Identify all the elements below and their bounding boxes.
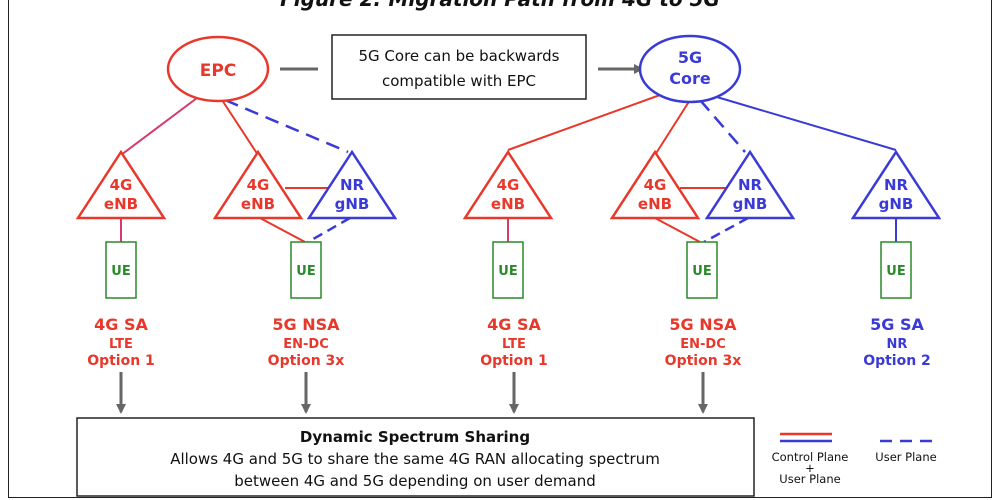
- enb2-line2: eNB: [241, 195, 275, 213]
- legend-control-label2: User Plane: [779, 472, 840, 486]
- option1-sub: LTE: [109, 337, 133, 352]
- option5-opt: Option 2: [863, 353, 931, 369]
- option4-name: 5G NSA: [669, 315, 737, 334]
- gnb-triangle-4: NR gNB: [704, 149, 796, 220]
- link-core-enb3: [507, 94, 661, 151]
- ue-box-4: UE: [686, 241, 718, 299]
- ue4-label: UE: [692, 264, 711, 279]
- option1-name: 4G SA: [94, 315, 148, 334]
- enb1-line2: eNB: [104, 195, 138, 213]
- ue3-label: UE: [498, 264, 517, 279]
- enb-triangle-1: 4G eNB: [75, 149, 167, 220]
- option-label-1: 4G SA LTE Option 1: [87, 315, 155, 369]
- gnb2-line2: gNB: [335, 195, 370, 213]
- ue1-label: UE: [111, 264, 130, 279]
- option4-sub: EN-DC: [680, 337, 726, 352]
- enb3-line2: eNB: [491, 195, 525, 213]
- enb4-line2: eNB: [638, 195, 672, 213]
- gnb5-line2: gNB: [879, 195, 914, 213]
- option2-sub: EN-DC: [283, 337, 329, 352]
- gnb2-line1: NR: [340, 176, 365, 194]
- option4-opt: Option 3x: [665, 353, 742, 369]
- link-enb4-ue4: [654, 217, 701, 243]
- option3-name: 4G SA: [487, 315, 541, 334]
- legend-user-label: User Plane: [875, 450, 936, 464]
- link-core-gnb5: [709, 94, 897, 151]
- core-label-line1: 5G: [678, 48, 702, 67]
- epc-node: EPC: [166, 35, 270, 103]
- enb-triangle-3: 4G eNB: [462, 149, 554, 220]
- legend-control-label1: Control Plane: [772, 450, 849, 464]
- option2-name: 5G NSA: [272, 315, 340, 334]
- link-enb2-ue2: [259, 217, 306, 243]
- gnb4-line2: gNB: [733, 195, 768, 213]
- ue5-label: UE: [886, 264, 905, 279]
- connections: [116, 64, 897, 414]
- link-epc-enb2: [221, 99, 259, 156]
- option3-opt: Option 1: [480, 353, 548, 369]
- option-label-4: 5G NSA EN-DC Option 3x: [665, 315, 742, 369]
- enb2-line1: 4G: [247, 176, 270, 194]
- link-core-gnb4: [699, 99, 746, 153]
- link-gnb4-ue4: [703, 216, 749, 244]
- legend: Control Plane + User Plane User Plane: [772, 432, 937, 486]
- option1-opt: Option 1: [87, 353, 155, 369]
- epc-label: EPC: [200, 61, 237, 81]
- dss-title: Dynamic Spectrum Sharing: [300, 428, 530, 446]
- dss-box: Dynamic Spectrum Sharing Allows 4G and 5…: [76, 417, 755, 497]
- 5g-core-node: 5G Core: [638, 34, 742, 104]
- option-label-2: 5G NSA EN-DC Option 3x: [268, 315, 345, 369]
- enb-triangle-4: 4G eNB: [609, 149, 701, 220]
- option5-sub: NR: [887, 337, 908, 352]
- ue2-label: UE: [296, 264, 315, 279]
- dss-line1: Allows 4G and 5G to share the same 4G RA…: [170, 450, 660, 468]
- gnb-triangle-2: NR gNB: [306, 149, 398, 220]
- gnb-triangle-5: NR gNB: [850, 149, 942, 220]
- figure-title: Figure 2: Migration Path from 4G to 5G: [280, 0, 720, 11]
- option-label-3: 4G SA LTE Option 1: [480, 315, 548, 369]
- option2-opt: Option 3x: [268, 353, 345, 369]
- enb-triangle-2: 4G eNB: [212, 149, 304, 220]
- ue-box-3: UE: [492, 241, 524, 299]
- link-epc-gnb2: [224, 98, 349, 154]
- enb1-line1: 4G: [110, 176, 133, 194]
- ue-box-2: UE: [290, 241, 322, 299]
- link-epc-enb1: [120, 91, 206, 156]
- core-label-line2: Core: [669, 69, 711, 88]
- link-gnb2-ue2: [307, 216, 351, 244]
- gnb4-line1: NR: [738, 176, 763, 194]
- option5-name: 5G SA: [870, 315, 924, 334]
- figure-frame: [8, 0, 992, 498]
- callout-line2: compatible with EPC: [382, 72, 536, 90]
- ue-box-5: UE: [880, 241, 912, 299]
- option-label-5: 5G SA NR Option 2: [863, 315, 931, 369]
- ue-box-1: UE: [105, 241, 137, 299]
- enb3-line1: 4G: [497, 176, 520, 194]
- dss-line2: between 4G and 5G depending on user dema…: [234, 472, 596, 490]
- backward-compat-callout: 5G Core can be backwards compatible with…: [331, 34, 587, 100]
- callout-line1: 5G Core can be backwards: [359, 47, 560, 65]
- gnb5-line1: NR: [884, 176, 909, 194]
- enb4-line1: 4G: [644, 176, 667, 194]
- legend-plus: +: [805, 461, 815, 475]
- link-core-enb4: [654, 99, 691, 156]
- option3-sub: LTE: [502, 337, 526, 352]
